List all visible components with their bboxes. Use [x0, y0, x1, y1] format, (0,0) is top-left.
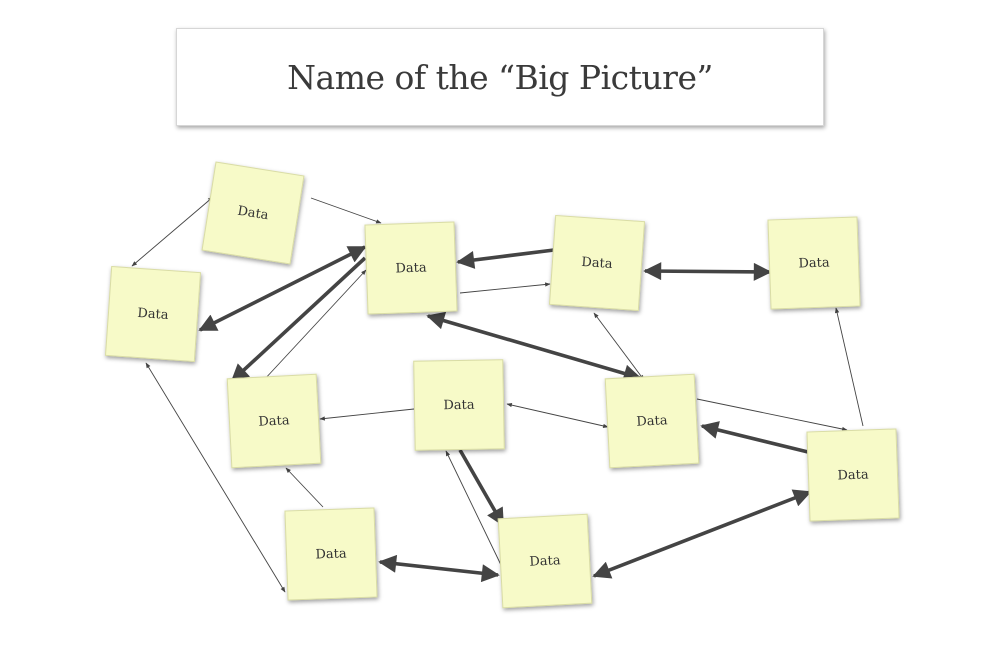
- note-label: Data: [443, 397, 475, 413]
- title-box: Name of the “Big Picture”: [176, 28, 824, 126]
- note-label: Data: [837, 466, 869, 484]
- note-label: Data: [236, 203, 270, 223]
- connection-n2-n6: [230, 256, 367, 383]
- connection-n9-n5: [834, 307, 864, 427]
- connection-n6-n2: [262, 269, 367, 382]
- note-label: Data: [136, 305, 170, 323]
- connection-n11-n7: [445, 450, 502, 566]
- connection-n2-n3: [459, 282, 551, 294]
- note-n1[interactable]: Data: [201, 161, 305, 265]
- note-label: Data: [529, 552, 561, 570]
- note-label: Data: [580, 254, 614, 272]
- note-n7[interactable]: Data: [413, 359, 505, 451]
- page-title: Name of the “Big Picture”: [287, 57, 713, 97]
- connection-n4-n10: [145, 362, 286, 593]
- note-n10[interactable]: Data: [284, 507, 378, 601]
- connection-n1-n2: [310, 197, 382, 224]
- note-n11[interactable]: Data: [497, 513, 593, 609]
- connection-n7-n11: [458, 449, 505, 527]
- connection-n2-n4: [198, 245, 367, 332]
- note-label: Data: [315, 545, 347, 563]
- connection-n3-n2: [456, 248, 555, 269]
- connection-n8-n9: [696, 398, 848, 432]
- note-label: Data: [258, 412, 290, 430]
- connection-n3-n5: [643, 262, 772, 281]
- note-label: Data: [395, 259, 427, 277]
- note-label: Data: [798, 254, 830, 272]
- connection-n10-n11: [378, 554, 500, 583]
- note-n8[interactable]: Data: [604, 373, 700, 469]
- connection-n3-n8: [593, 312, 645, 381]
- connection-n11-n9: [592, 489, 812, 579]
- connection-n1-n4: [131, 196, 214, 267]
- note-n9[interactable]: Data: [806, 428, 900, 522]
- connection-n9-n8: [700, 421, 809, 454]
- note-n3[interactable]: Data: [548, 214, 646, 312]
- note-n6[interactable]: Data: [226, 373, 322, 469]
- note-n4[interactable]: Data: [104, 265, 202, 363]
- connection-n7-n6: [319, 408, 415, 421]
- connection-n8-n7: [506, 402, 609, 429]
- note-n2[interactable]: Data: [364, 221, 458, 315]
- connection-n10-n6: [285, 467, 324, 508]
- note-label: Data: [636, 412, 668, 430]
- connection-group: [131, 196, 864, 593]
- note-n5[interactable]: Data: [767, 216, 861, 310]
